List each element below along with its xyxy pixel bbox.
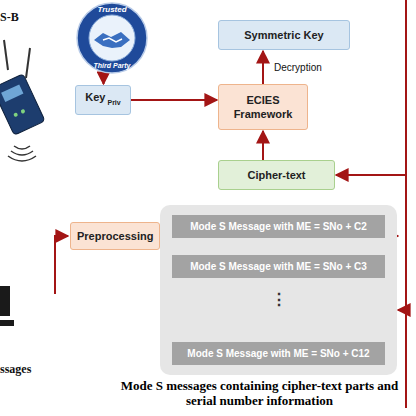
key-box: Symmetric Key	[218, 20, 350, 50]
message-text: Mode S Message with ME = SNo + C2	[190, 221, 367, 232]
box-label: Symmetric Key	[244, 29, 324, 41]
subscript: Priv	[107, 99, 120, 106]
message-text: Mode S Message with ME = SNo + C3	[190, 261, 367, 272]
message-bar: Mode S Message with ME = SNo + C12	[172, 342, 385, 365]
box-text: Preprocessing	[77, 229, 153, 243]
trusted-party-logo: TrustedThird Party	[76, 2, 148, 74]
flow-arrow	[262, 51, 264, 84]
edge-label: Decryption	[273, 62, 323, 73]
receiver-device	[0, 40, 45, 135]
bus-arrow	[398, 309, 406, 311]
bus-line	[405, 0, 407, 408]
logo-text: Trusted	[76, 5, 148, 14]
box-text: Symmetric Key	[244, 28, 324, 42]
box-label: Preprocessing	[77, 230, 153, 242]
box-label: Cipher-text	[247, 169, 305, 181]
message-group: Mode S messages containing cipher-text p…	[160, 205, 397, 375]
box-text: Cipher-text	[247, 168, 305, 182]
process-box: Preprocessing	[70, 222, 160, 250]
group-caption: Mode S messages containing cipher-text p…	[120, 378, 399, 408]
flow-arrow	[131, 99, 217, 101]
framework-box: ECIES Framework	[218, 84, 308, 130]
input-wire	[55, 236, 68, 294]
message-text: Mode S Message with ME = SNo + C12	[187, 348, 369, 359]
device-name: ssages	[0, 362, 31, 377]
box-text: ECIES Framework	[225, 93, 301, 121]
message-bar: Mode S Message with ME = SNo + C2	[172, 215, 385, 238]
box-text: KeyPriv	[85, 90, 120, 109]
data-box: Cipher-text	[218, 160, 335, 190]
flow-arrow	[262, 131, 264, 160]
box-label: Key	[85, 91, 105, 103]
logo-text: Third Party	[76, 62, 148, 69]
bus-arrow	[336, 174, 406, 176]
wireless-waves	[8, 146, 36, 161]
message-bar: Mode S Message with ME = SNo + C3	[172, 255, 385, 278]
computer-icon	[0, 286, 14, 326]
box-label: ECIES Framework	[234, 94, 293, 120]
key-box: KeyPriv	[75, 85, 131, 115]
device-name: S-B	[0, 10, 19, 25]
flow-arrow	[103, 74, 105, 84]
ellipsis: ⋮	[271, 290, 287, 309]
